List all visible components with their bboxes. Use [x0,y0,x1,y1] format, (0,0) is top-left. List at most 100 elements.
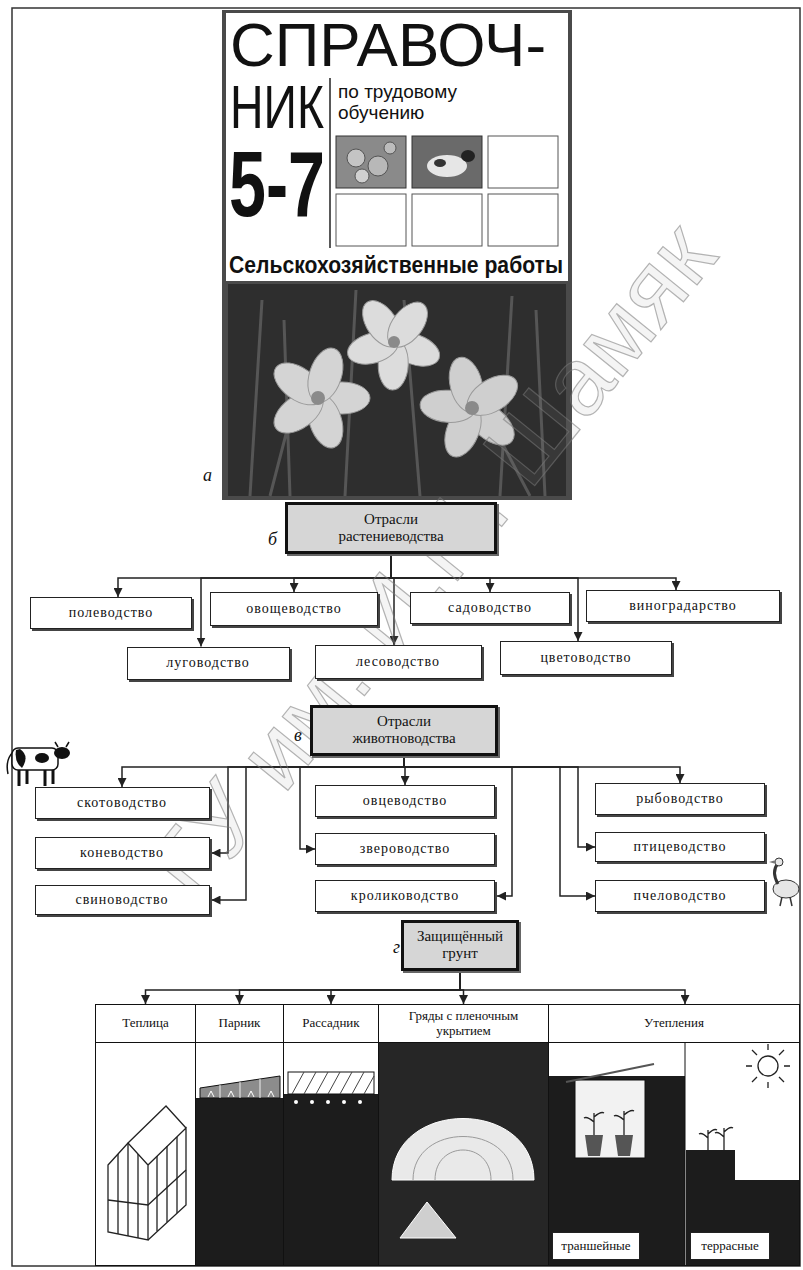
node-text: звероводство [360,841,450,857]
part-letter: г [393,938,400,956]
branch-box: овощеводство [210,592,378,626]
trench-warming-picture [575,1080,645,1158]
book-cover [434,159,446,167]
cover-title: НИК [230,76,324,138]
node-text: Защищённый грунт [414,928,506,963]
branch-box: овцеводство [315,785,495,817]
book-cover [388,336,400,348]
ground-type-column: Теплица [95,1004,196,1266]
book-cover [368,156,388,176]
greenhouse-picture [108,1170,186,1205]
branch-heading-box: Отрасли растениеводства [285,502,497,554]
node-text: овощеводство [246,601,342,617]
seedbed-picture [358,1100,362,1104]
page-frame [12,8,800,1266]
cow-picture [16,749,26,768]
terrace-warming-picture [685,1042,799,1266]
book-cover [344,294,445,391]
film-covered-bed-picture [392,1119,534,1181]
hotbed-picture [196,1076,283,1266]
ground-type-column: Утепления траншейные террасные [548,1004,800,1266]
node-text: Отрасли животноводства [334,713,474,748]
branch-box: птицеводство [595,832,765,862]
branch-box: виноградарство [586,590,780,622]
book-cover [226,13,568,281]
connector-arrow [240,971,461,1005]
connector-arrow [404,756,595,897]
hotbed-picture [220,1079,260,1098]
book-cover [488,136,558,188]
part-letter: а [203,466,212,484]
film-covered-bed-picture [379,1043,548,1266]
node-text: полеводство [69,605,154,621]
greenhouse-picture [157,1137,177,1231]
hotbed-picture [208,1091,274,1097]
node-text: траншейные [561,1238,630,1254]
branch-heading-box: Отрасли животноводства [310,705,498,756]
cow-picture [55,742,69,747]
branch-box: цветоводство [500,641,672,675]
node-text: свиноводство [76,892,169,908]
book-cover [311,391,325,405]
trench-warming-picture [584,1111,634,1136]
seedbed-picture [292,1072,374,1094]
node-text: террасные [701,1238,758,1254]
ground-type-column: Парник [195,1004,284,1266]
variant-tag: траншейные [552,1232,640,1260]
goose-picture [775,858,783,866]
seedbed-picture [284,1094,378,1266]
cow-picture [54,747,70,759]
branch-heading-box: Защищённый грунт [401,920,519,971]
greenhouse-picture [148,1128,186,1240]
branch-box: кролиководство [315,880,495,912]
node-text: цветоводство [540,650,631,666]
goose-picture [769,860,776,864]
branch-box: лесоводство [315,645,482,679]
cover-subtitle: по трудовому обучению [338,82,498,124]
branch-box: рыбоводство [595,783,765,815]
connector-arrow [404,756,512,897]
node-text: садоводство [448,600,532,616]
cow-picture [35,753,49,763]
terrace-warming-picture [685,1042,686,1266]
branch-box: полеводство [30,597,192,629]
book-cover [302,344,350,407]
node-text: Парник [196,1005,283,1043]
connector-arrow [331,971,460,1005]
connector-arrow [460,971,685,1005]
book-cover [412,136,482,188]
node-text: лесоводство [356,654,440,670]
node-text: Гряды с пленочным укрытием [379,1005,548,1043]
ground-type-column: Гряды с пленочным укрытием [378,1004,549,1266]
node-text: кролиководство [351,888,459,904]
cow-picture [7,742,70,786]
cow-picture [12,748,58,770]
branch-box: садоводство [410,592,570,624]
hotbed-picture [200,1076,280,1098]
goose-picture [790,897,792,906]
branch-box: луговодство [127,647,290,680]
greenhouse-picture [108,1106,186,1240]
node-text: Утепления [549,1005,799,1043]
book-cover [384,142,396,154]
seedbed-picture [326,1100,330,1104]
node-text: овцеводство [363,793,447,809]
film-covered-bed-picture [400,1202,456,1238]
branch-box: пчеловодство [595,880,765,912]
book-cover [336,136,406,188]
terrace-warming-picture [686,1150,799,1266]
connector-arrow [146,971,461,1005]
book-cover [336,194,406,246]
node-text: виноградарство [629,598,737,614]
hotbed-picture [196,1098,283,1266]
seedbed-picture [294,1100,298,1104]
goose-picture [769,858,799,906]
node-text: рыбоводство [636,791,724,807]
terrace-warming-picture [758,1056,778,1076]
seedbed-picture [284,1072,378,1266]
seedbed-picture [342,1100,346,1104]
node-text: птицеводство [634,839,727,855]
node-text: коневодство [80,845,164,861]
seedbed-picture [310,1100,314,1104]
